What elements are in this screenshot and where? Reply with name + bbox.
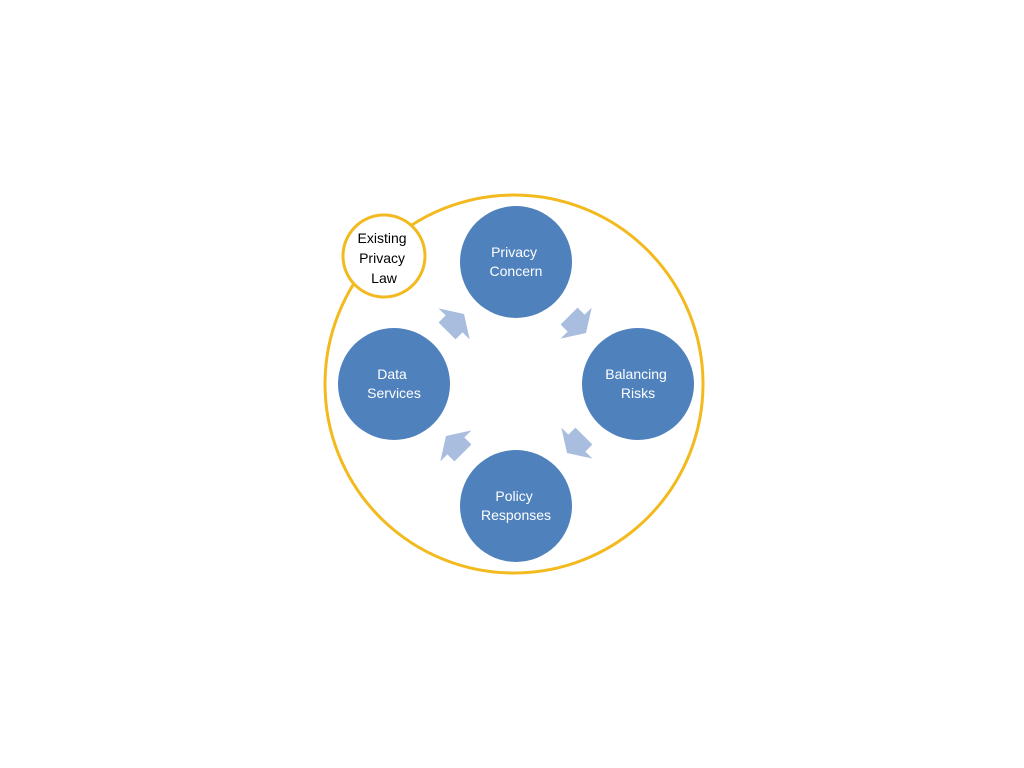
cycle-arrows — [438, 307, 593, 462]
arrow-data-to-privacy — [438, 308, 470, 340]
node-label-line: Concern — [490, 263, 543, 279]
node-label-line: Privacy — [491, 244, 537, 260]
svg-text:Existing Privacy: Existing Privacy Law — [358, 230, 411, 286]
svg-text:Privacy Concern: Privacy Concern — [490, 244, 543, 279]
badge-label-line: Privacy — [359, 250, 405, 266]
arrow-privacy-to-balancing — [560, 307, 592, 339]
node-label-line: Balancing — [605, 366, 667, 382]
existing-privacy-law-badge: Existing Privacy Law — [341, 213, 427, 299]
node-label-line: Risks — [621, 385, 655, 401]
node-label-line: Policy — [495, 488, 532, 504]
node-balancing-risks: Balancing Risks — [582, 328, 694, 440]
arrow-balancing-to-policy — [561, 427, 593, 459]
node-data-services: Data Services — [338, 328, 450, 440]
svg-text:Policy Responses: Policy Responses — [481, 488, 551, 523]
outer-ring — [323, 193, 705, 575]
node-policy-responses: Policy Responses — [460, 450, 572, 562]
svg-text:Data Services: Data Services — [367, 366, 421, 401]
svg-text:Balancing Risks: Balancing Risks — [605, 366, 670, 401]
node-label-line: Data — [377, 366, 407, 382]
node-privacy-concern: Privacy Concern — [460, 206, 572, 318]
arrow-policy-to-data — [440, 430, 472, 462]
node-label-line: Responses — [481, 507, 551, 523]
node-label-line: Services — [367, 385, 421, 401]
badge-label-line: Law — [371, 270, 398, 286]
badge-label-line: Existing — [358, 230, 407, 246]
